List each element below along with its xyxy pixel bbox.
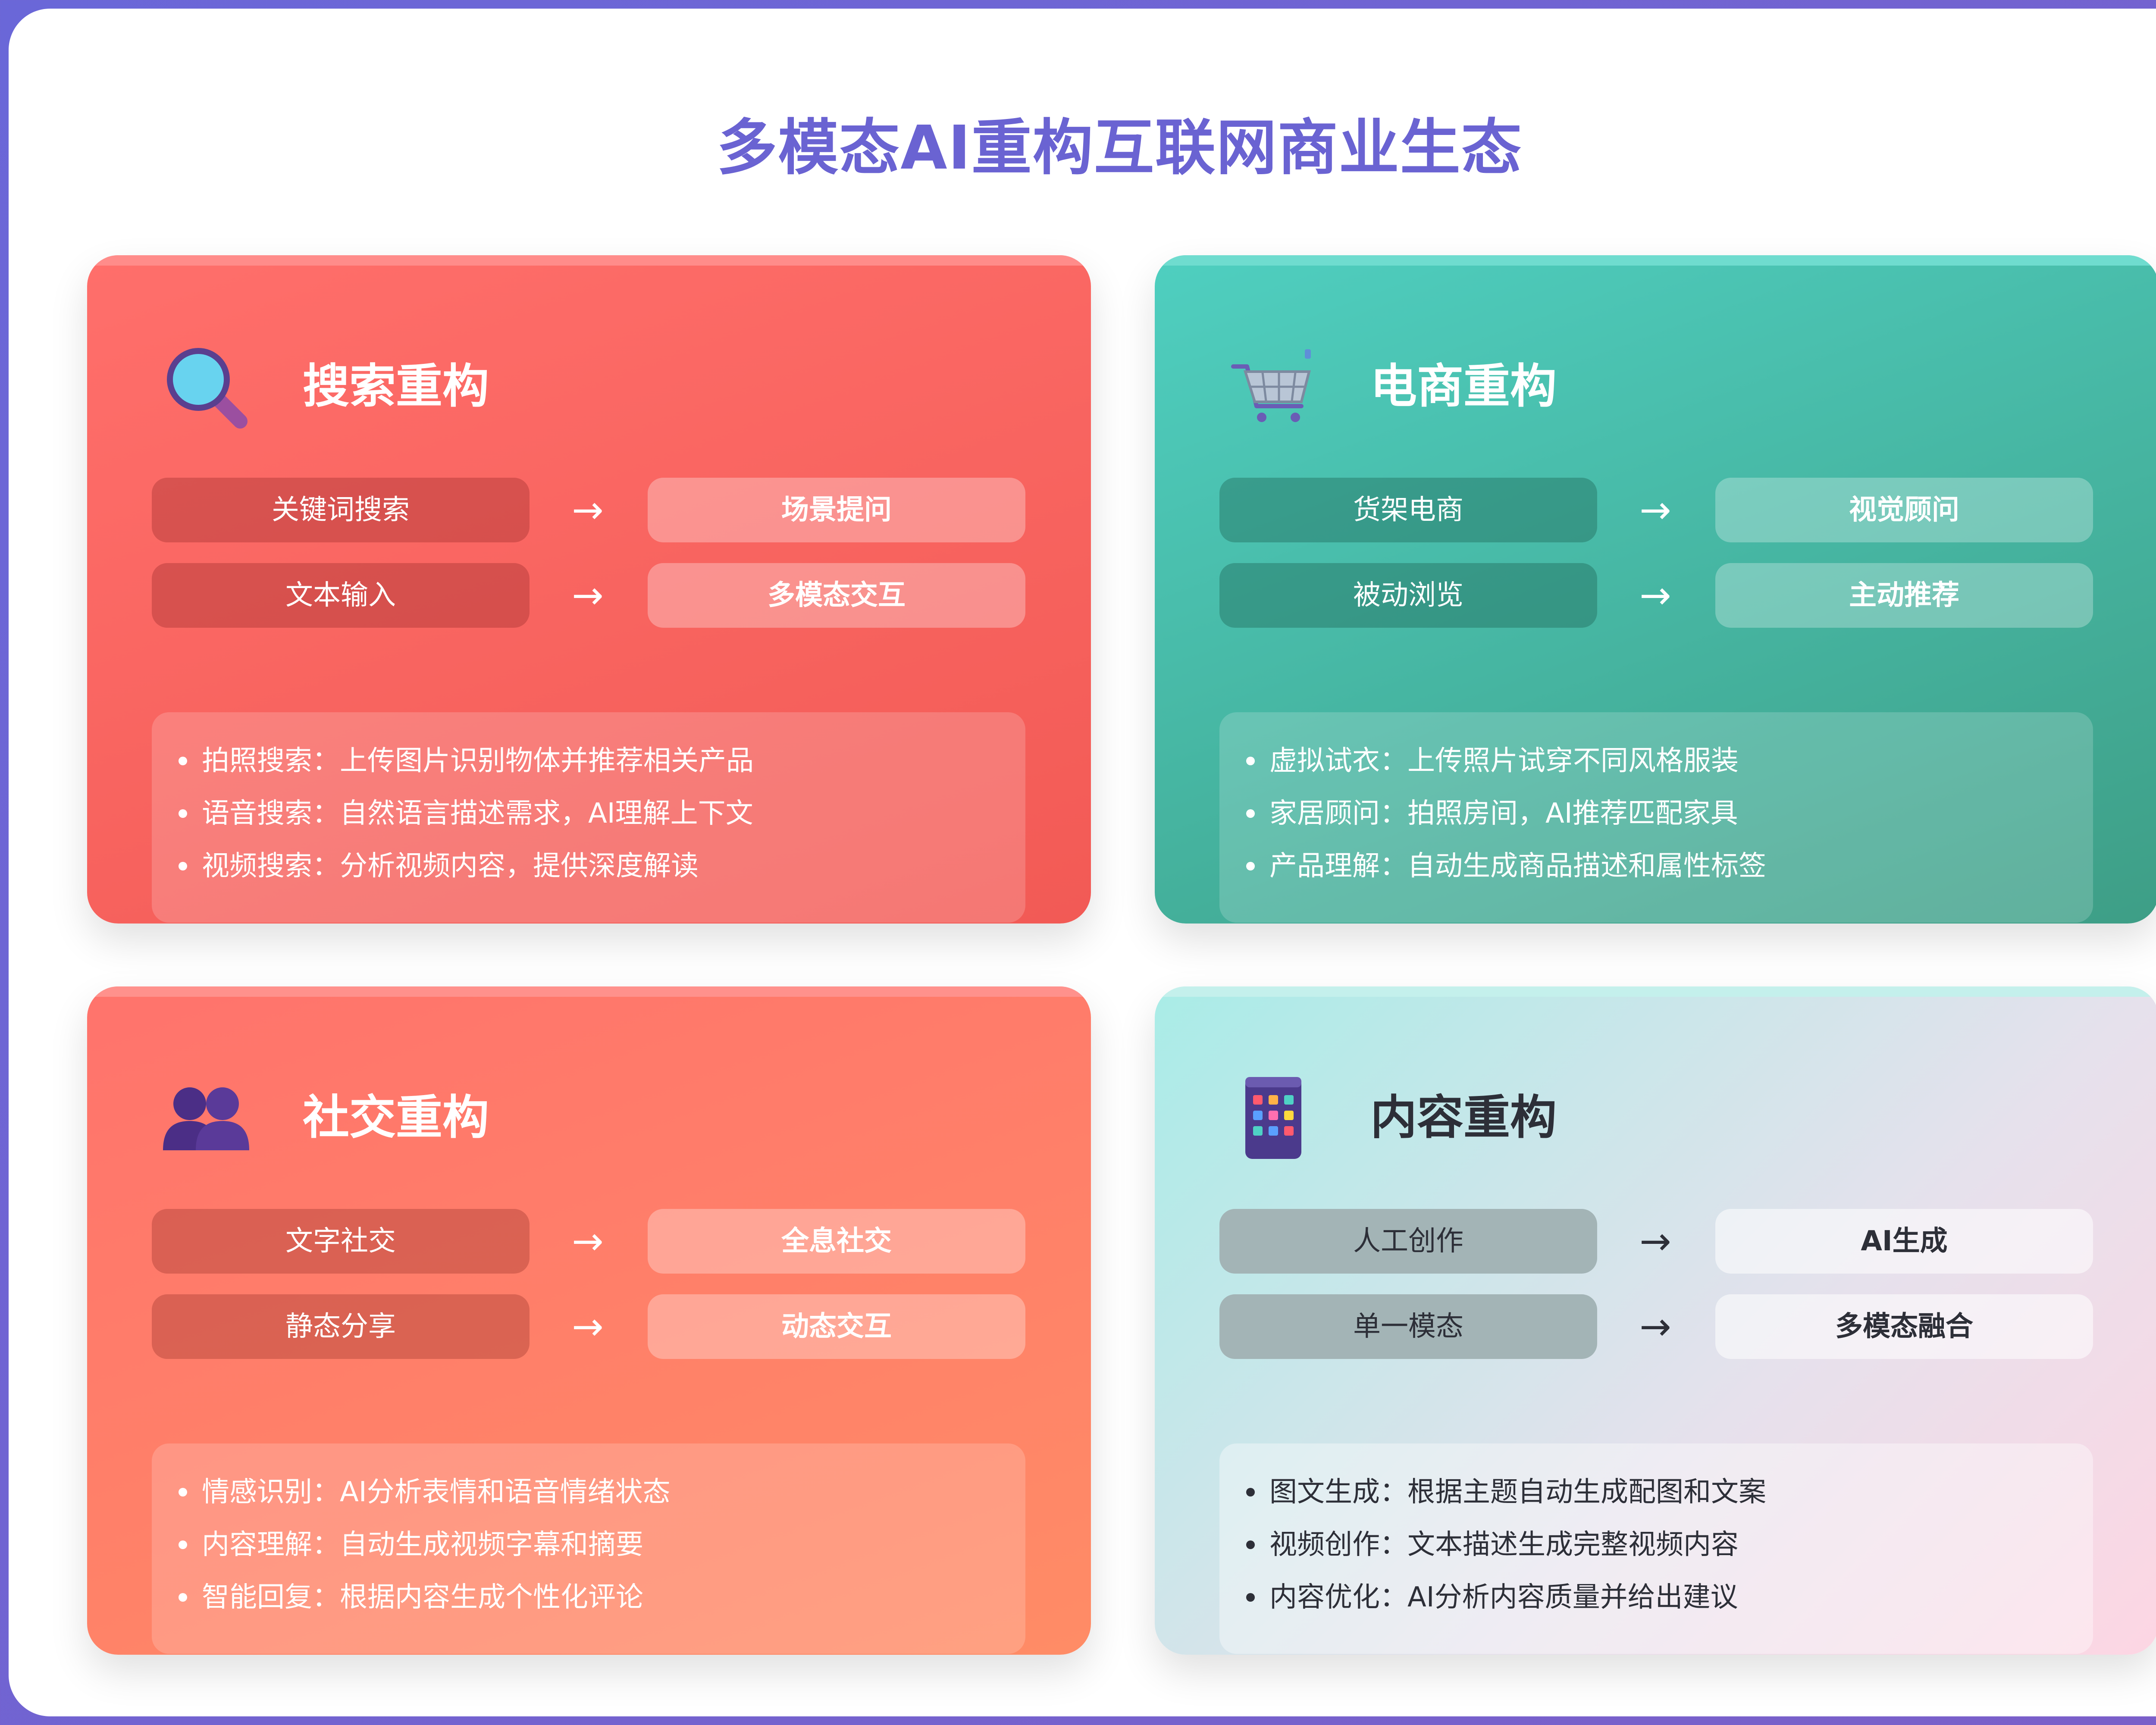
people-icon bbox=[160, 1073, 251, 1163]
after-pill: AI生成 bbox=[1715, 1209, 2093, 1274]
feature-item: 内容理解：自动生成视频字幕和摘要 bbox=[176, 1518, 1025, 1571]
feature-item: 图文生成：根据主题自动生成配图和文案 bbox=[1244, 1466, 2093, 1518]
before-pill: 关键词搜索 bbox=[152, 478, 530, 542]
feature-item: 家居顾问：拍照房间，AI推荐匹配家具 bbox=[1244, 787, 2093, 840]
canvas-frame: 多模态AI重构互联网商业生态 搜索重构 关键词搜索 → 场景提问 文本输入 → … bbox=[9, 9, 2156, 1716]
before-pill: 静态分享 bbox=[152, 1294, 530, 1359]
shopping-cart-icon bbox=[1228, 341, 1319, 432]
after-pill: 视觉顾问 bbox=[1715, 478, 2093, 542]
feature-item: 内容优化：AI分析内容质量并给出建议 bbox=[1244, 1571, 2093, 1624]
after-pill: 动态交互 bbox=[648, 1294, 1025, 1359]
card-title: 搜索重构 bbox=[303, 360, 489, 413]
before-pill: 被动浏览 bbox=[1219, 563, 1597, 628]
feature-item: 拍照搜索：上传图片识别物体并推荐相关产品 bbox=[176, 735, 1025, 787]
feature-item: 虚拟试衣：上传照片试穿不同风格服装 bbox=[1244, 735, 2093, 787]
feature-list: 虚拟试衣：上传照片试穿不同风格服装 家居顾问：拍照房间，AI推荐匹配家具 产品理… bbox=[1219, 712, 2093, 923]
feature-item: 产品理解：自动生成商品描述和属性标签 bbox=[1244, 840, 2093, 892]
arrow-right-icon: → bbox=[572, 573, 604, 617]
after-pill: 多模态交互 bbox=[648, 563, 1025, 628]
before-pill: 货架电商 bbox=[1219, 478, 1597, 542]
before-pill: 单一模态 bbox=[1219, 1294, 1597, 1359]
card-ecommerce: 电商重构 货架电商 → 视觉顾问 被动浏览 → 主动推荐 虚拟试衣：上传照片试穿… bbox=[1155, 255, 2156, 924]
app-grid-icon bbox=[1228, 1073, 1319, 1163]
card-content: 内容重构 人工创作 → AI生成 单一模态 → 多模态融合 图文生成：根据主题自… bbox=[1155, 986, 2156, 1655]
feature-item: 视频创作：文本描述生成完整视频内容 bbox=[1244, 1518, 2093, 1571]
card-social: 社交重构 文字社交 → 全息社交 静态分享 → 动态交互 情感识别：AI分析表情… bbox=[87, 986, 1091, 1655]
card-top-accent bbox=[87, 255, 1091, 266]
arrow-right-icon: → bbox=[572, 1219, 604, 1263]
card-search: 搜索重构 关键词搜索 → 场景提问 文本输入 → 多模态交互 拍照搜索：上传图片… bbox=[87, 255, 1091, 924]
feature-list: 拍照搜索：上传图片识别物体并推荐相关产品 语音搜索：自然语言描述需求，AI理解上… bbox=[152, 712, 1025, 923]
card-title: 电商重构 bbox=[1370, 360, 1557, 413]
arrow-right-icon: → bbox=[1639, 488, 1671, 532]
arrow-right-icon: → bbox=[1639, 1304, 1671, 1349]
card-top-accent bbox=[1155, 986, 2156, 997]
after-pill: 主动推荐 bbox=[1715, 563, 2093, 628]
after-pill: 多模态融合 bbox=[1715, 1294, 2093, 1359]
card-top-accent bbox=[1155, 255, 2156, 266]
after-pill: 全息社交 bbox=[648, 1209, 1025, 1274]
arrow-right-icon: → bbox=[1639, 1219, 1671, 1263]
feature-list: 情感识别：AI分析表情和语音情绪状态 内容理解：自动生成视频字幕和摘要 智能回复… bbox=[152, 1443, 1025, 1654]
feature-item: 智能回复：根据内容生成个性化评论 bbox=[176, 1571, 1025, 1624]
arrow-right-icon: → bbox=[1639, 573, 1671, 617]
arrow-right-icon: → bbox=[572, 488, 604, 532]
page-title: 多模态AI重构互联网商业生态 bbox=[717, 113, 1523, 183]
feature-list: 图文生成：根据主题自动生成配图和文案 视频创作：文本描述生成完整视频内容 内容优… bbox=[1219, 1443, 2093, 1654]
card-top-accent bbox=[87, 986, 1091, 997]
card-title: 社交重构 bbox=[303, 1091, 489, 1145]
magnifying-glass-icon bbox=[160, 341, 251, 432]
feature-item: 语音搜索：自然语言描述需求，AI理解上下文 bbox=[176, 787, 1025, 840]
arrow-right-icon: → bbox=[572, 1304, 604, 1349]
feature-item: 情感识别：AI分析表情和语音情绪状态 bbox=[176, 1466, 1025, 1518]
before-pill: 人工创作 bbox=[1219, 1209, 1597, 1274]
feature-item: 视频搜索：分析视频内容，提供深度解读 bbox=[176, 840, 1025, 892]
before-pill: 文本输入 bbox=[152, 563, 530, 628]
before-pill: 文字社交 bbox=[152, 1209, 530, 1274]
card-title: 内容重构 bbox=[1370, 1091, 1557, 1145]
after-pill: 场景提问 bbox=[648, 478, 1025, 542]
